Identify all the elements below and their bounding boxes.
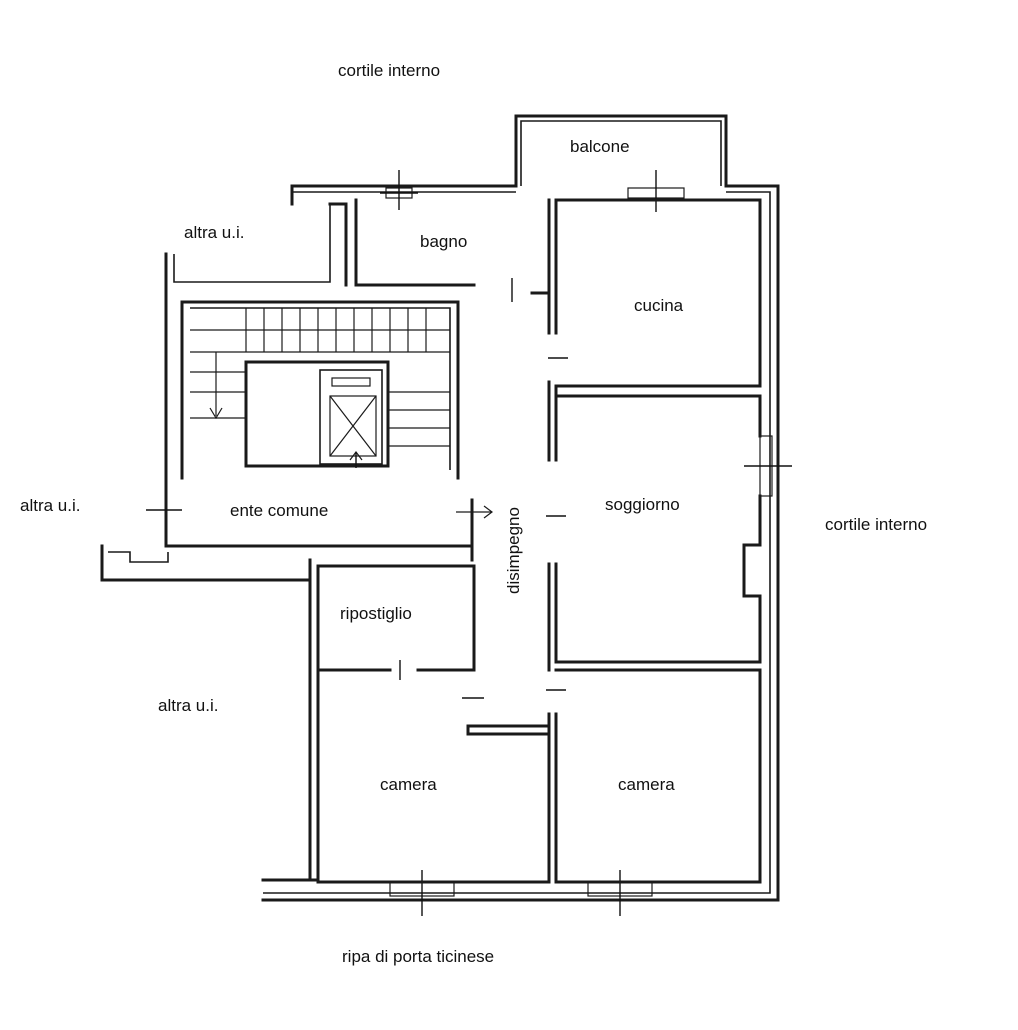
elevator-shaft (244, 360, 390, 468)
exterior-walls (261, 184, 780, 902)
window-marks (380, 170, 792, 916)
altra-ui-left-label: altra u.i. (20, 496, 81, 515)
cortile-right-label: cortile interno (825, 515, 928, 534)
altra-ui-top-label: altra u.i. (184, 223, 245, 242)
neighbour-walls (164, 184, 348, 480)
cucina-label: cucina (634, 296, 684, 315)
cortile-top-label: cortile interno (338, 61, 441, 80)
soggiorno-label: soggiorno (605, 495, 680, 514)
soggiorno-walls (546, 380, 762, 672)
altra-ui-bottom-label: altra u.i. (158, 696, 219, 715)
disimpegno-label: disimpegno (503, 507, 523, 594)
camera-right-walls (546, 668, 762, 884)
camera-right-label: camera (618, 775, 675, 794)
balcony-outline (514, 114, 728, 188)
camera-left-walls (316, 668, 551, 884)
street-label: ripa di porta ticinese (342, 947, 495, 966)
bagno-label: bagno (420, 232, 468, 251)
balcone-label: balcone (570, 137, 630, 156)
ripostiglio-walls (308, 558, 476, 882)
stair-flight (190, 308, 450, 447)
entry-arrow (456, 505, 493, 519)
camera-left-label: camera (380, 775, 437, 794)
ente-comune-walls (100, 300, 474, 582)
bagno-walls (354, 198, 551, 335)
ente-comune-label: ente comune (230, 501, 329, 520)
ripostiglio-label: ripostiglio (340, 604, 412, 623)
